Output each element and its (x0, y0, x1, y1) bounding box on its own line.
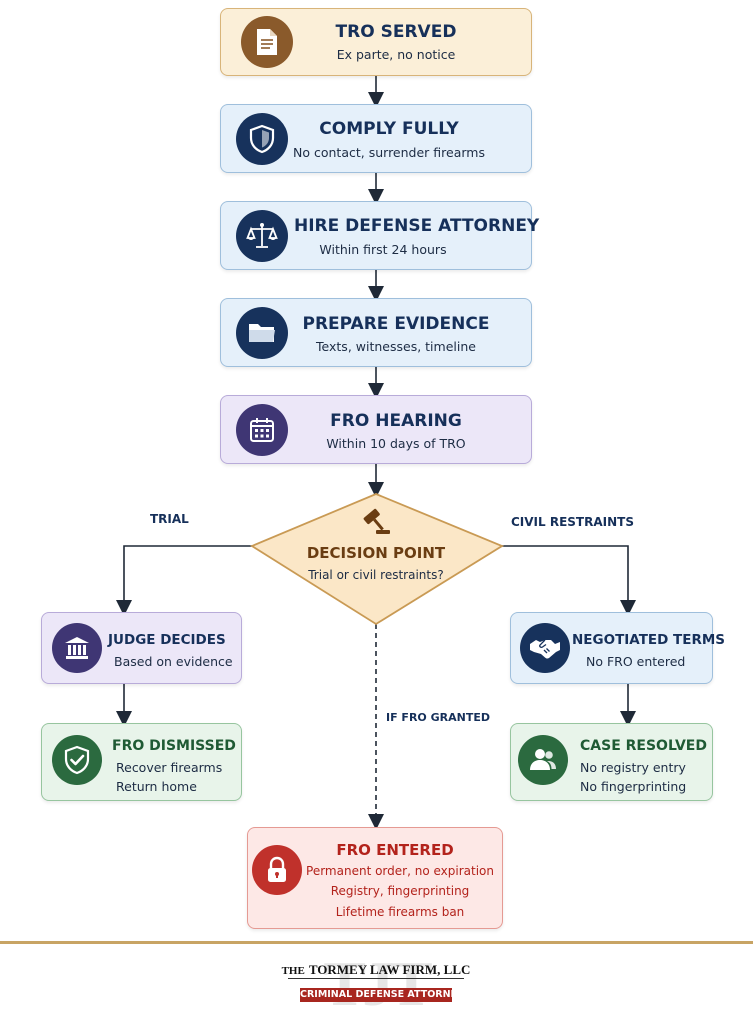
negotiated-terms-title: NEGOTIATED TERMS (572, 632, 726, 648)
decision-subtitle: Trial or civil restraints? (308, 568, 444, 582)
judge-decides-subtitle: Based on evidence (114, 654, 233, 669)
shield-icon (236, 113, 288, 165)
courthouse-icon (52, 623, 102, 673)
document-icon (241, 16, 293, 68)
case-resolved-line-2: No fingerprinting (580, 779, 687, 794)
fro-dismissed-line-2: Return home (116, 779, 197, 794)
handshake-icon (520, 623, 570, 673)
step-3-subtitle: Within first 24 hours (319, 242, 447, 257)
branch-label-trial: TRIAL (150, 512, 189, 526)
branch-label-civil: CIVIL RESTRAINTS (511, 515, 634, 529)
step-3-title: HIRE DEFENSE ATTORNEY (294, 216, 540, 236)
case-resolved-line-1: No registry entry (580, 760, 686, 775)
firm-name-main: TORMEY LAW FIRM, LLC (308, 962, 471, 977)
fro-dismissed-line-1: Recover firearms (116, 760, 223, 775)
lock-icon (252, 845, 302, 895)
decision-diamond (250, 493, 504, 626)
fro-dismissed-title: FRO DISMISSED (112, 738, 236, 754)
calendar-icon (236, 404, 288, 456)
firm-monogram-watermark: TJT (323, 948, 432, 1019)
scales-icon (236, 210, 288, 262)
shield-check-icon (52, 735, 102, 785)
branch-label-fro-granted: IF FRO GRANTED (386, 711, 490, 724)
negotiated-terms-subtitle: No FRO entered (586, 654, 686, 669)
step-2-subtitle: No contact, surrender firearms (293, 145, 485, 160)
decision-title: DECISION POINT (306, 544, 446, 562)
fro-entered-title: FRO ENTERED (336, 841, 454, 859)
step-1-subtitle: Ex parte, no notice (336, 47, 456, 62)
folder-icon (236, 307, 288, 359)
step-2-title: COMPLY FULLY (319, 119, 459, 139)
fro-entered-line-3: Lifetime firearms ban (335, 905, 465, 919)
step-5-subtitle: Within 10 days of TRO (326, 436, 466, 451)
step-5-title: FRO HEARING (330, 411, 462, 431)
fro-entered-line-1: Permanent order, no expiration (306, 864, 494, 878)
arrow-civil (500, 545, 636, 616)
step-4-title: PREPARE EVIDENCE (302, 314, 490, 334)
firm-tagline: CRIMINAL DEFENSE ATTORNEY (300, 988, 464, 1002)
gavel-icon (356, 505, 396, 537)
firm-name-rule (288, 978, 464, 979)
arrow-trial (116, 545, 252, 616)
case-resolved-title: CASE RESOLVED (580, 738, 707, 754)
judge-decides-title: JUDGE DECIDES (108, 632, 226, 648)
firm-name-prefix: THE (281, 965, 305, 977)
people-icon (518, 735, 568, 785)
step-4-subtitle: Texts, witnesses, timeline (316, 339, 476, 354)
footer-divider (0, 941, 753, 944)
fro-entered-line-2: Registry, fingerprinting (330, 884, 470, 898)
step-1-title: TRO SERVED (335, 22, 457, 42)
firm-name: THE TORMEY LAW FIRM, LLC (276, 961, 476, 979)
